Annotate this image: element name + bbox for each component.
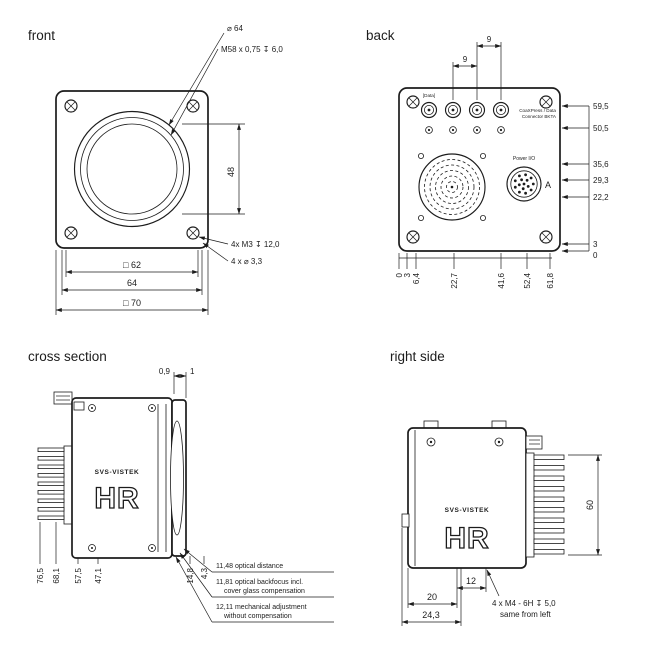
- back-fan-grille-icon: [417, 152, 486, 221]
- front-dim-m3: 4x M3 ↧ 12,0: [198, 236, 280, 249]
- dim-47-1: 47,1: [94, 567, 103, 583]
- cs-top-detail: [73, 401, 85, 411]
- note-backfocus-line2: cover glass compensation: [224, 588, 305, 595]
- front-dim-thread: M58 x 0,75 ↧ 6,0: [170, 45, 283, 136]
- dia33-label: 4 x ⌀ 3,3: [231, 257, 263, 266]
- bdim-41-6: 41,6: [497, 272, 506, 288]
- dim-60-label: 60: [585, 500, 595, 510]
- cs-screw-hole-icons: [88, 404, 156, 552]
- dim-3: 3: [593, 240, 598, 249]
- dim-9-upper-label: 9: [487, 35, 492, 44]
- dim-0: 0: [593, 251, 598, 260]
- bdim-0: 0: [395, 272, 404, 277]
- dim-12-label: 12: [466, 576, 476, 586]
- dim-68-1: 68,1: [52, 567, 61, 583]
- dim-9-lower-label: 9: [463, 55, 468, 64]
- dim-35-6: 35,6: [593, 160, 609, 169]
- thread-label: M58 x 0,75 ↧ 6,0: [221, 45, 283, 54]
- back-connector-note: CoaXPress / Data Connector BKTA: [519, 108, 557, 119]
- dim-1-label: 1: [190, 367, 195, 376]
- dim-76-5: 76,5: [36, 567, 45, 583]
- front-body-outline: [55, 90, 209, 249]
- back-corner-screw-icons: [406, 95, 553, 244]
- dim-64-label: 64: [127, 278, 137, 288]
- rs-logo: SVS-VISTEK HR: [444, 507, 490, 556]
- m4-note-line1: 4 x M4 - 6H ↧ 5,0: [492, 599, 556, 608]
- dim-20-label: 20: [427, 592, 437, 602]
- cs-top-dimensions: 0,9 1: [159, 367, 195, 398]
- bdim-61-8: 61,8: [546, 272, 555, 288]
- back-view: back [Data]: [366, 28, 609, 289]
- back-top-dimensions: 9 9: [452, 35, 502, 100]
- back-bottom-dimensions: 0 3 6,4 22,7 41,6 52,4 61,8: [395, 253, 555, 289]
- cs-bottom-right-dimensions: 14,8 4,3: [186, 556, 209, 584]
- front-view: front ⌀ 64 M58 x 0,75 ↧ 6,: [28, 24, 283, 315]
- sq70-label: □ 70: [123, 298, 141, 308]
- dim-29-3: 29,3: [593, 176, 609, 185]
- cross-section-view: cross section: [28, 349, 334, 623]
- dim-22-2: 22,2: [593, 193, 609, 202]
- cs-top-connector-icon: [53, 391, 73, 405]
- dia64-label: ⌀ 64: [227, 24, 243, 33]
- front-dim-48: 48: [182, 123, 245, 215]
- bdim-3: 3: [403, 272, 412, 277]
- rs-left-bump: [401, 513, 410, 528]
- power-io-label: Power I/O: [513, 156, 535, 162]
- cs-model-logo: HR: [94, 482, 139, 515]
- note-optical-distance: 11,48 optical distance: [216, 563, 283, 570]
- right-side-view: right side SVS-: [390, 349, 602, 626]
- connector-a-label: A: [545, 180, 551, 190]
- cs-heatsink-fins: [37, 445, 73, 525]
- front-dim-dia64: ⌀ 64: [168, 24, 243, 126]
- dim-4-3: 4,3: [200, 567, 209, 579]
- coax-note-line1: CoaXPress / Data: [519, 108, 556, 113]
- m4-note-line2: same from left: [500, 610, 551, 619]
- dim-14-8: 14,8: [186, 567, 195, 583]
- cs-logo: SVS-VISTEK HR: [94, 469, 140, 516]
- note-mechanical-line2: without compensation: [223, 613, 292, 620]
- front-title: front: [28, 28, 55, 43]
- bdim-6-4: 6,4: [412, 272, 421, 284]
- rs-top-screw-head-2: [491, 420, 507, 429]
- rs-m4-note: 4 x M4 - 6H ↧ 5,0 same from left: [486, 569, 556, 619]
- note-backfocus-line1: 11,81 optical backfocus incl.: [216, 579, 303, 586]
- front-corner-screw-icons: [64, 99, 200, 240]
- rs-heatsink-fins: [525, 452, 565, 558]
- cs-notes: 11,48 optical distance 11,81 optical bac…: [175, 548, 334, 623]
- bdim-52-4: 52,4: [523, 272, 532, 288]
- front-lens-mount-circles: [73, 110, 191, 228]
- cross-section-title: cross section: [28, 349, 107, 364]
- coax-note-line2: Connector BKTA: [522, 114, 557, 119]
- rs-model-logo: HR: [444, 522, 489, 555]
- dim-24-3-label: 24,3: [422, 610, 440, 620]
- dim-57-5: 57,5: [74, 567, 83, 583]
- rs-top-screw-icons: [426, 437, 504, 447]
- cs-bottom-left-dimensions: 76,5 68,1 57,5 47,1: [36, 522, 103, 584]
- sq62-label: □ 62: [123, 260, 141, 270]
- dim-50-5: 50,5: [593, 124, 609, 133]
- right-side-title: right side: [390, 349, 445, 364]
- rs-side-connector-icon: [525, 435, 543, 450]
- note-mechanical-line1: 12,11 mechanical adjustment: [216, 604, 307, 611]
- front-bottom-dimensions: □ 62 64 □ 70: [55, 250, 209, 315]
- bdim-22-7: 22,7: [450, 272, 459, 288]
- front-dim-dia33: 4 x ⌀ 3,3: [202, 242, 263, 266]
- rs-bottom-dimensions: 12 20 24,3: [401, 528, 487, 626]
- cs-brand-label: SVS-VISTEK: [95, 469, 140, 476]
- data-connector-label: [Data]: [423, 93, 435, 98]
- rs-top-screw-head-1: [423, 420, 439, 429]
- back-title: back: [366, 28, 395, 43]
- m3-label: 4x M3 ↧ 12,0: [231, 240, 280, 249]
- dim-59-5: 59,5: [593, 102, 609, 111]
- back-coax-connector-icons: [Data]: [420, 93, 510, 134]
- rs-brand-label: SVS-VISTEK: [445, 507, 490, 514]
- dim-48-label: 48: [226, 167, 236, 177]
- cs-lens-glass: [170, 420, 184, 536]
- dim-0-9-label: 0,9: [159, 367, 171, 376]
- rs-dim-60: 60: [568, 454, 602, 556]
- cs-body-outline: [71, 397, 173, 559]
- back-right-dimensions: 59,5 50,5 35,6 29,3 22,2 3 0: [561, 102, 609, 260]
- back-power-connector-icon: Power I/O A: [506, 156, 551, 202]
